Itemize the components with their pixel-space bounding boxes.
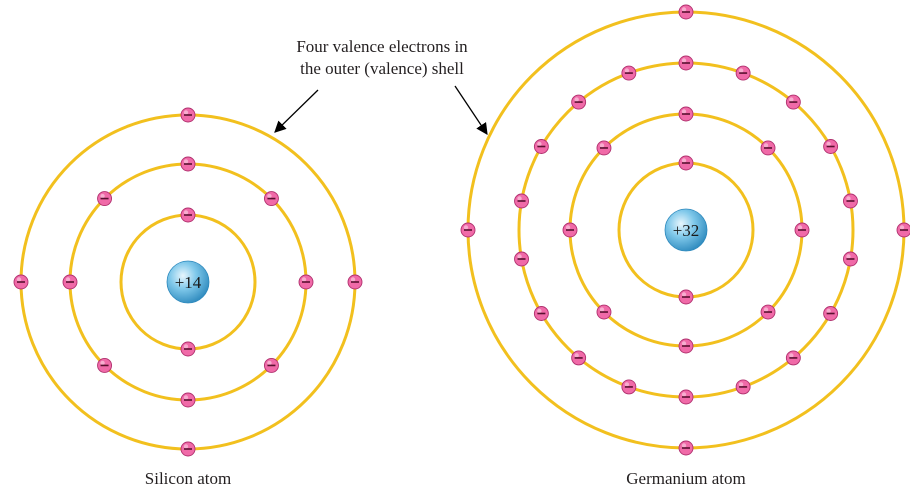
silicon-nucleus-label: +14 bbox=[175, 273, 202, 292]
electron-minus-icon bbox=[621, 65, 637, 81]
electron-minus-icon bbox=[180, 207, 196, 223]
electron-minus-icon bbox=[180, 156, 196, 172]
electron-minus-icon bbox=[735, 379, 751, 395]
electron-minus-icon bbox=[533, 306, 549, 321]
electron-minus-icon bbox=[678, 106, 694, 122]
germanium-shell-3-electrons bbox=[514, 55, 858, 405]
electron-minus-icon bbox=[596, 304, 612, 320]
electron-minus-icon bbox=[263, 191, 279, 207]
electron-minus-icon bbox=[621, 379, 637, 395]
electron-minus-icon bbox=[533, 139, 549, 154]
electron-minus-icon bbox=[180, 341, 196, 357]
silicon-atom: +14 bbox=[13, 107, 363, 457]
annotation: Four valence electrons in the outer (val… bbox=[296, 37, 468, 78]
electron-minus-icon bbox=[843, 193, 858, 209]
electron-minus-icon bbox=[823, 139, 839, 154]
electron-minus-icon bbox=[13, 274, 29, 290]
electron-minus-icon bbox=[180, 392, 196, 408]
germanium-shell-2-electrons bbox=[562, 106, 810, 354]
electron-minus-icon bbox=[562, 222, 578, 238]
germanium-atom: +32 bbox=[460, 4, 910, 456]
electron-minus-icon bbox=[571, 94, 587, 110]
electron-minus-icon bbox=[97, 357, 113, 373]
electron-minus-icon bbox=[843, 251, 858, 267]
annotation-arrows bbox=[274, 85, 488, 135]
electron-minus-icon bbox=[896, 222, 910, 238]
electron-minus-icon bbox=[760, 140, 776, 156]
electron-minus-icon bbox=[460, 222, 476, 238]
electron-minus-icon bbox=[596, 140, 612, 156]
silicon-nucleus: +14 bbox=[166, 260, 210, 304]
electron-minus-icon bbox=[760, 304, 776, 320]
germanium-nucleus: +32 bbox=[664, 208, 708, 252]
electron-minus-icon bbox=[794, 222, 810, 238]
germanium-shell-1-electrons bbox=[678, 155, 694, 305]
electron-minus-icon bbox=[678, 155, 694, 171]
silicon-shell-3-electrons bbox=[13, 107, 363, 457]
annotation-line-2: the outer (valence) shell bbox=[300, 59, 464, 78]
electron-minus-icon bbox=[180, 107, 196, 123]
electron-minus-icon bbox=[785, 350, 801, 366]
electron-minus-icon bbox=[785, 94, 801, 110]
silicon-caption: Silicon atom bbox=[145, 469, 231, 488]
electron-minus-icon bbox=[97, 191, 113, 207]
silicon-shell-1-electrons bbox=[180, 207, 196, 357]
electron-minus-icon bbox=[678, 55, 694, 71]
germanium-nucleus-sphere bbox=[664, 208, 708, 252]
electron-minus-icon bbox=[62, 274, 78, 290]
electron-minus-icon bbox=[298, 274, 314, 290]
arrow-to-silicon-valence-shell bbox=[274, 89, 319, 133]
electron-minus-icon bbox=[571, 350, 587, 366]
electron-minus-icon bbox=[678, 440, 694, 456]
silicon-nucleus-sphere bbox=[166, 260, 210, 304]
germanium-nucleus-label: +32 bbox=[673, 221, 700, 240]
electron-minus-icon bbox=[678, 338, 694, 354]
germanium-shell-4-electrons bbox=[460, 4, 910, 456]
arrow-to-germanium-valence-shell bbox=[454, 85, 488, 135]
silicon-shell-2-electrons bbox=[62, 156, 314, 408]
electron-minus-icon bbox=[263, 357, 279, 373]
electron-minus-icon bbox=[735, 65, 751, 81]
electron-minus-icon bbox=[180, 441, 196, 457]
annotation-line-1: Four valence electrons in bbox=[296, 37, 468, 56]
electron-minus-icon bbox=[514, 251, 529, 267]
electron-minus-icon bbox=[823, 306, 839, 321]
electron-minus-icon bbox=[678, 289, 694, 305]
germanium-caption: Germanium atom bbox=[626, 469, 745, 488]
electron-minus-icon bbox=[347, 274, 363, 290]
electron-minus-icon bbox=[678, 4, 694, 20]
electron-minus-icon bbox=[514, 193, 529, 209]
electron-minus-icon bbox=[678, 389, 694, 405]
